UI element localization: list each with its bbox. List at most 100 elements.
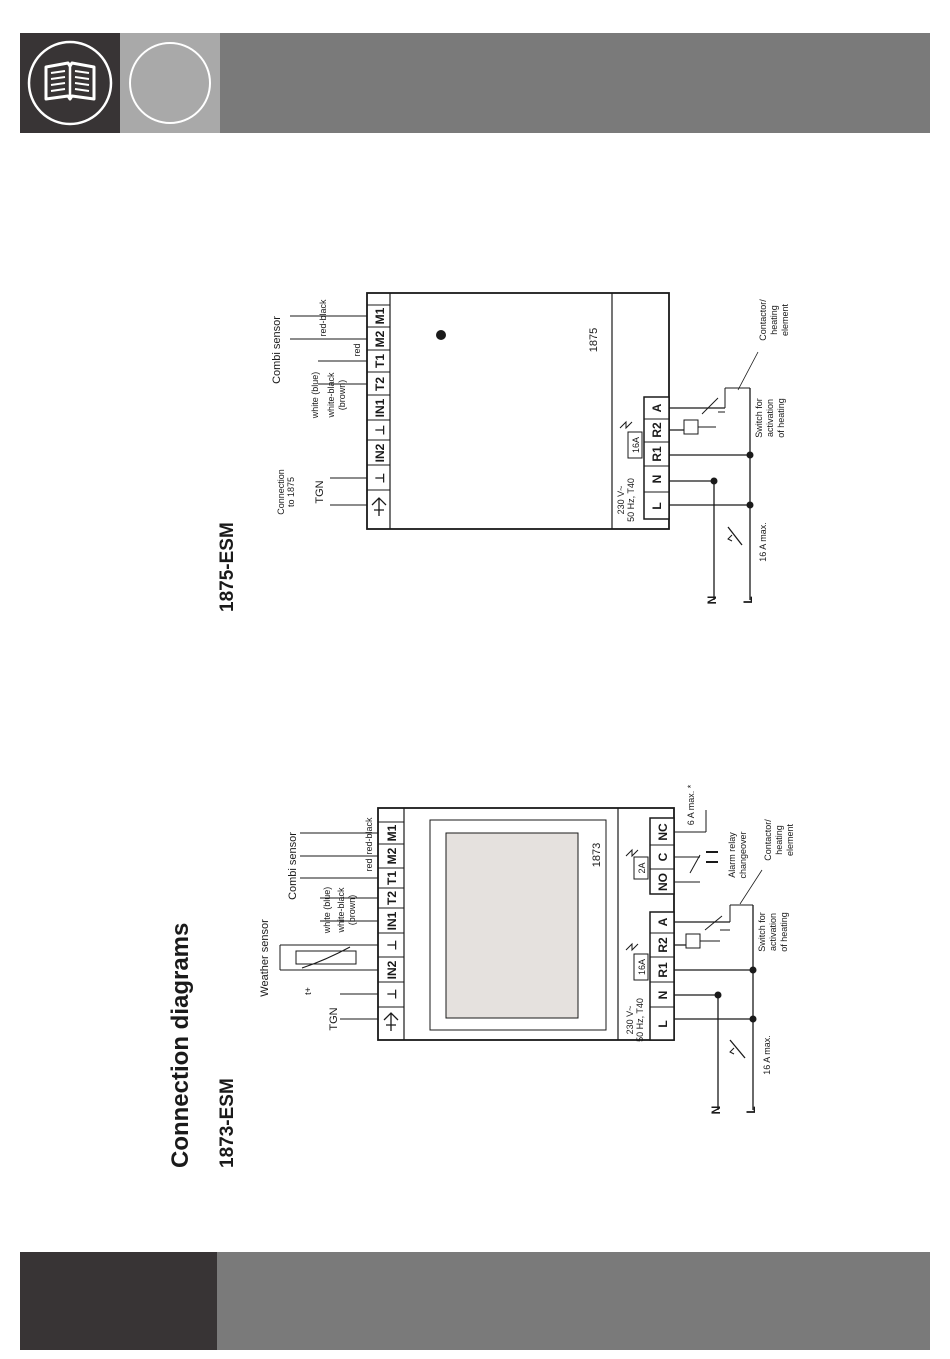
contactor-label-line3: element: [780, 303, 790, 336]
supply-voltage: 230 V~: [625, 1006, 635, 1035]
tgn-connector-icon: [383, 1012, 399, 1031]
header-bar: [20, 33, 930, 133]
switch-label-line1: Switch for: [754, 398, 764, 438]
terminal-no: NO: [656, 873, 670, 891]
main-switch-icon: [729, 1039, 746, 1059]
terminal-r1: R1: [656, 962, 670, 978]
header-band: [220, 33, 930, 133]
switch-label-line1: Switch for: [757, 912, 767, 952]
terminal-t2: T2: [385, 891, 399, 905]
terminal-r2: R2: [656, 937, 670, 953]
terminal-in2: IN2: [385, 960, 399, 979]
main-switch-icon: [727, 526, 743, 546]
device-body-1875: [366, 292, 670, 530]
terminal-in2: IN2: [373, 443, 387, 462]
alarm-relay-contact-icon: [689, 854, 701, 874]
connection-label-line1: Connection: [276, 469, 286, 515]
book-icon: [27, 40, 113, 126]
display-screen: [445, 832, 579, 1019]
model-label-1875: 1875-ESM: [217, 522, 238, 612]
relay-coil-icon: [685, 933, 701, 949]
relay-fuse-label: 16A: [631, 437, 641, 453]
terminal-nc: NC: [656, 823, 670, 841]
header-icon-tile: [20, 33, 120, 133]
switch-label-line3: of heating: [776, 398, 786, 438]
switch-label-line3: of heating: [779, 912, 789, 952]
terminal-in1: IN1: [373, 398, 387, 417]
combi-sensor-label: Combi sensor: [287, 832, 299, 900]
circle-icon: [129, 42, 211, 124]
status-led: [436, 330, 446, 340]
max-16a-label: 16 A max.: [758, 522, 768, 562]
terminal-m2: M2: [385, 847, 399, 864]
line-label: L: [744, 1106, 758, 1113]
contactor-label-line1: Contactor/: [763, 819, 773, 861]
supply-voltage: 230 V~: [616, 486, 626, 515]
terminal-a: A: [656, 917, 670, 926]
tplus-label: t+: [303, 987, 313, 995]
relay-fuse-label: 16A: [637, 959, 647, 975]
wire-label-white-blue: white (blue): [322, 887, 332, 935]
wire-label-red: red: [352, 343, 362, 356]
wire-label-white-black: white-black: [336, 887, 346, 934]
alarm-label-line2: changeover: [738, 831, 748, 878]
footer-bar: [20, 1252, 930, 1350]
supply-frequency: 50 Hz, T40: [626, 478, 636, 522]
terminal-ground-1: ⊥: [385, 989, 399, 999]
combi-sensor-label: Combi sensor: [271, 316, 283, 384]
max-6a-label: 6 A max. *: [686, 784, 696, 825]
neutral-label: N: [705, 596, 719, 605]
terminal-r2: R2: [650, 422, 664, 438]
switch-label-line2: activation: [765, 399, 775, 437]
relay-coil-icon: [683, 419, 699, 435]
tgn-connector-icon: [371, 497, 387, 516]
terminal-m1: M1: [385, 824, 399, 841]
terminal-n: N: [650, 475, 664, 484]
alarm-fuse-label: 2A: [637, 862, 647, 873]
tgn-label: TGN: [314, 480, 326, 503]
terminal-a: A: [650, 403, 664, 412]
terminal-n: N: [656, 991, 670, 1000]
weather-sensor-label: Weather sensor: [259, 919, 271, 997]
neutral-label: N: [709, 1106, 723, 1115]
device-number-1873: 1873: [591, 843, 603, 867]
wire-label-red-black: red-black: [364, 817, 374, 855]
wire-label-red: red: [364, 858, 374, 871]
diagram-1875: ⊥ IN2 ⊥ IN1 T2 T1 M2 M1 Connection to 18…: [271, 292, 790, 605]
diagram-1873: ⊥ IN2 ⊥ IN1 T2 T1 M2 M1 TGN Weather sens…: [259, 784, 795, 1114]
supply-frequency: 50 Hz, T40: [635, 998, 645, 1042]
terminal-ground-2: ⊥: [385, 940, 399, 950]
model-label-1873: 1873-ESM: [217, 1078, 238, 1168]
terminal-m1: M1: [373, 307, 387, 324]
terminal-c: C: [656, 852, 670, 861]
wire-label-white-black: white-black: [326, 372, 336, 419]
terminal-r1: R1: [650, 446, 664, 462]
header-badge-tile: [120, 33, 220, 133]
contactor-label-line1: Contactor/: [758, 299, 768, 341]
footer-band: [217, 1252, 930, 1350]
page-title: Connection diagrams: [167, 923, 194, 1168]
switch-label-line2: activation: [768, 913, 778, 951]
terminal-m2: M2: [373, 330, 387, 347]
terminal-l: L: [656, 1020, 670, 1027]
wire-label-brown: (brown): [337, 380, 347, 411]
footer-left-tile: [20, 1252, 217, 1350]
terminal-t1: T1: [385, 871, 399, 885]
line-label: L: [741, 596, 755, 603]
terminal-t1: T1: [373, 354, 387, 368]
tgn-label: TGN: [328, 1007, 340, 1030]
terminal-ground-2: ⊥: [373, 425, 387, 435]
terminal-in1: IN1: [385, 911, 399, 930]
contactor-label-line2: heating: [774, 825, 784, 855]
contactor-label-line3: element: [785, 823, 795, 856]
connection-label-line2: to 1875: [286, 477, 296, 507]
terminal-ground-1: ⊥: [373, 473, 387, 483]
max-16a-label: 16 A max.: [762, 1035, 772, 1075]
device-number-1875: 1875: [588, 328, 600, 352]
terminal-l: L: [650, 502, 664, 509]
wire-label-brown: (brown): [347, 895, 357, 926]
wire-label-white-blue: white (blue): [310, 372, 320, 420]
weather-sensor-element: [295, 950, 357, 965]
alarm-label-line1: Alarm relay: [727, 832, 737, 878]
